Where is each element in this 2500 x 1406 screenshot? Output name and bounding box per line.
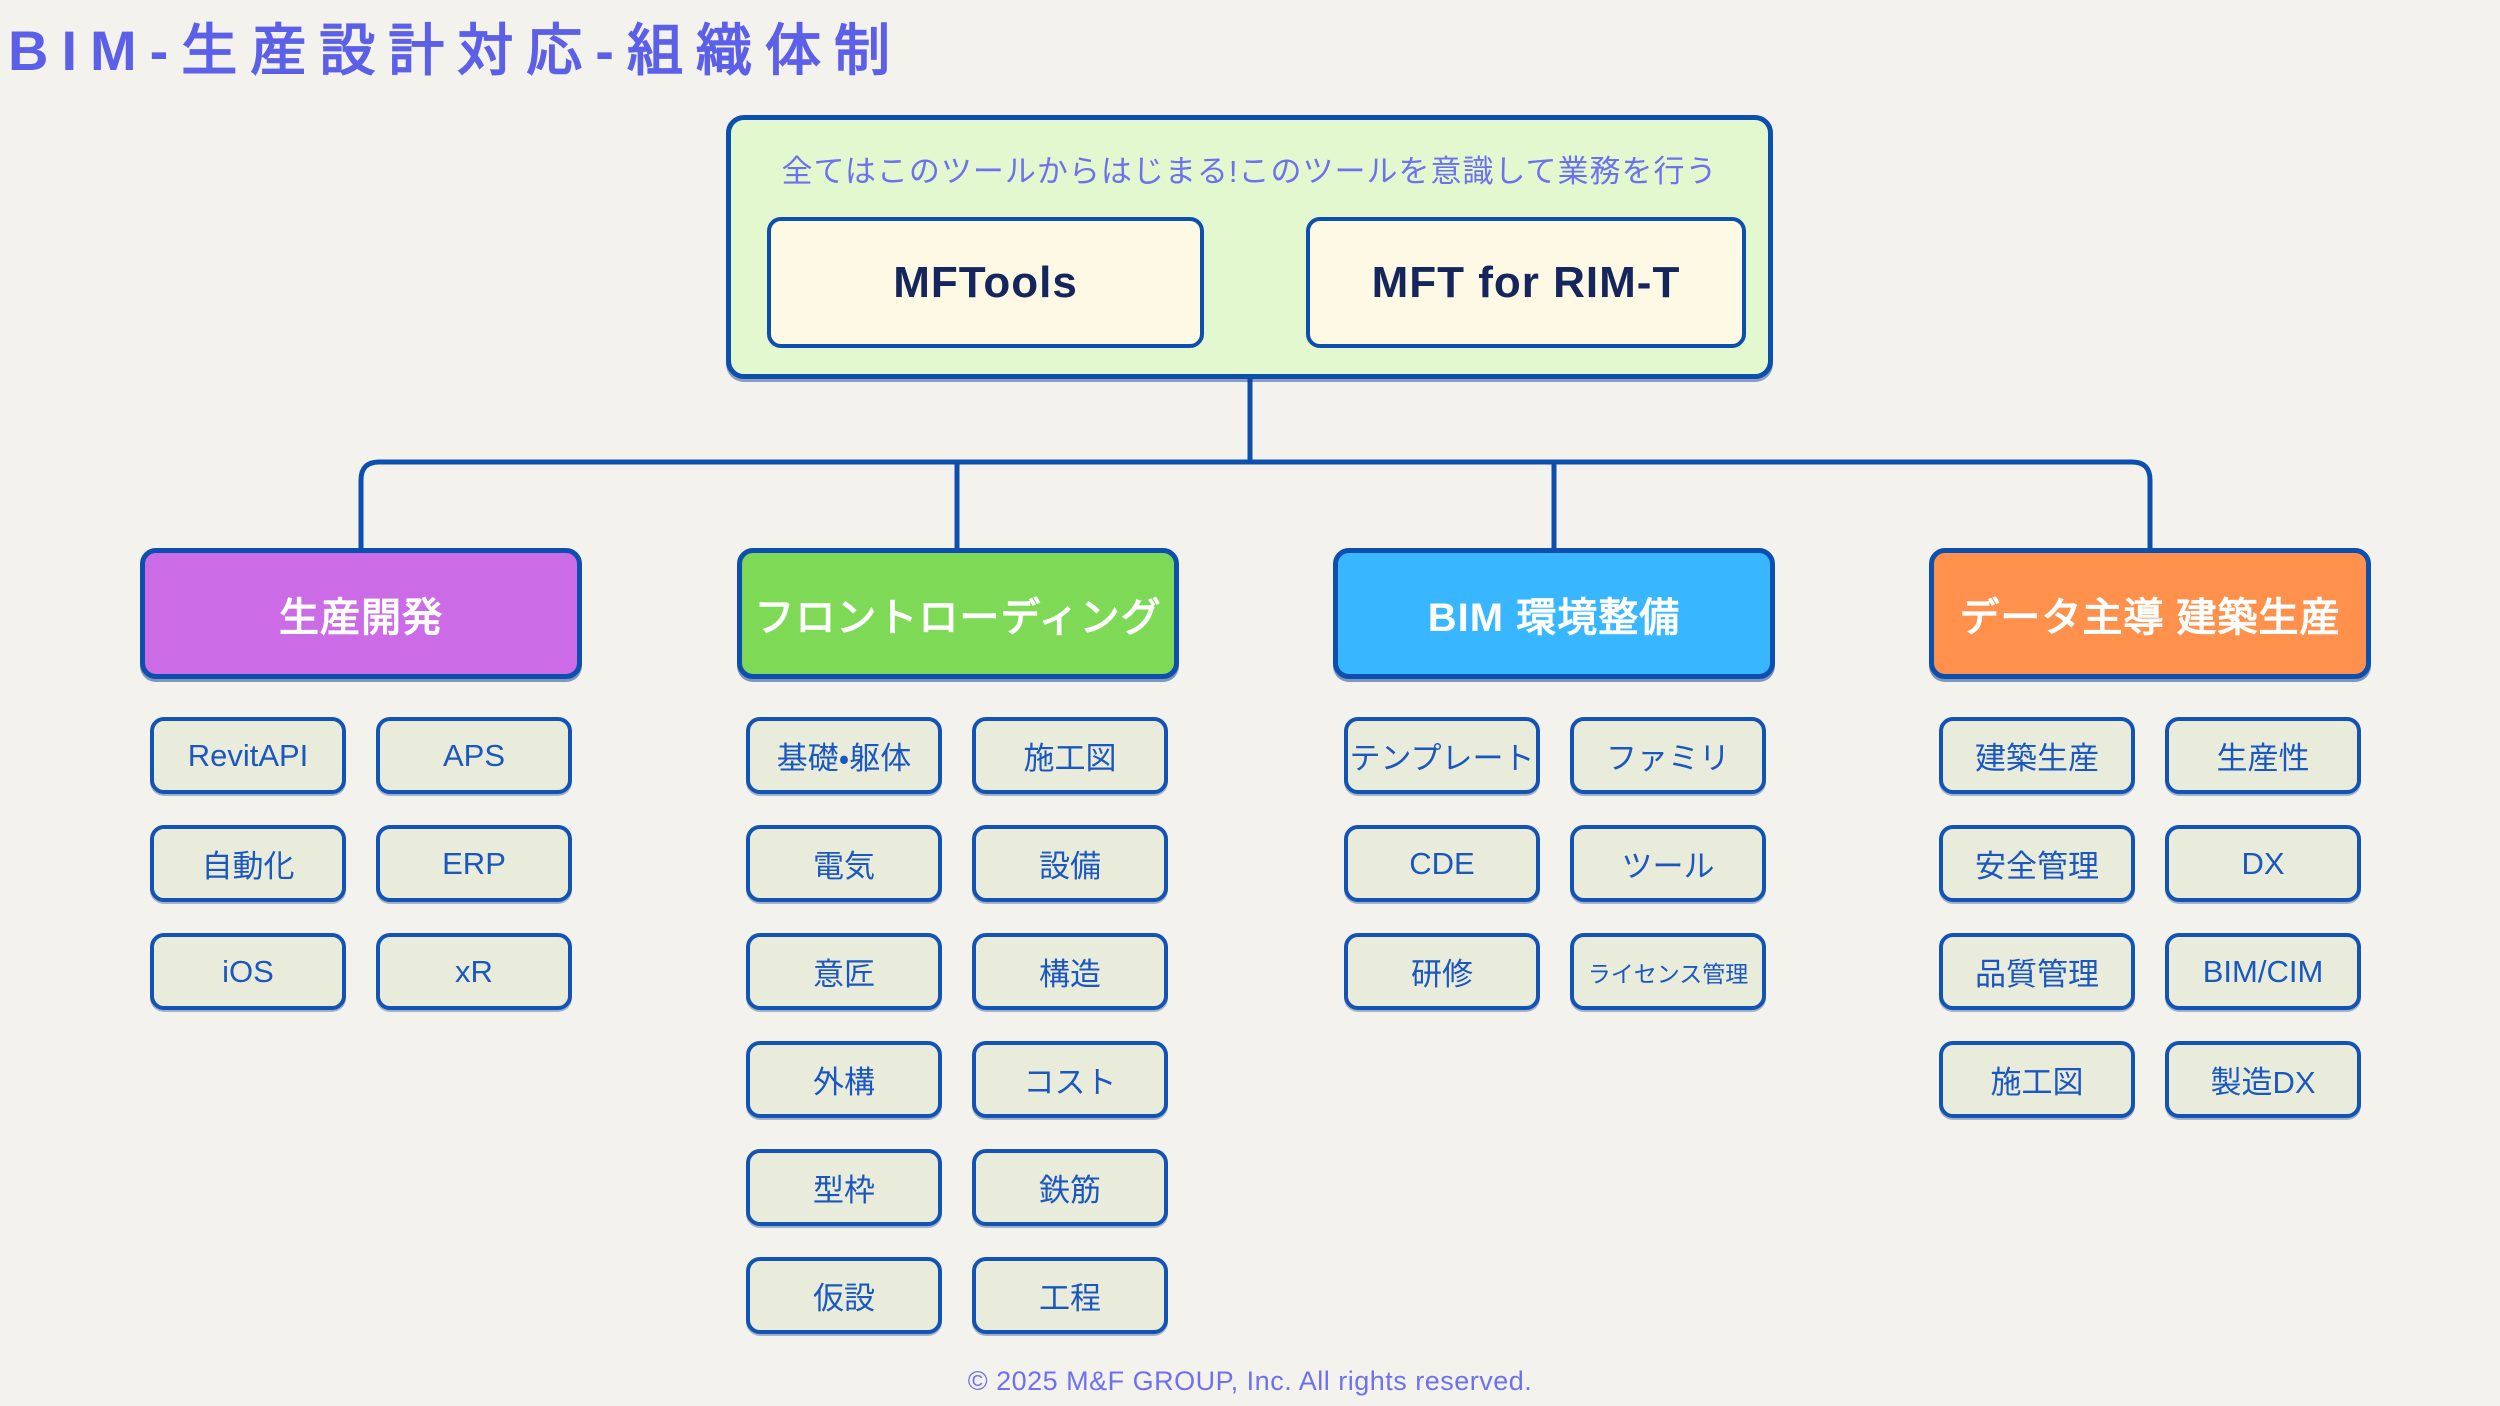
branch-header-data-driven-construction: データ主導 建築生産 xyxy=(1929,548,2371,679)
child-box: 基礎・躯体 xyxy=(746,717,942,794)
child-box: 安全管理 xyxy=(1939,825,2135,902)
child-box: 型枠 xyxy=(746,1149,942,1226)
child-box: 電気 xyxy=(746,825,942,902)
child-box: コスト xyxy=(972,1041,1168,1118)
child-box: iOS xyxy=(150,933,346,1010)
child-box: 意匠 xyxy=(746,933,942,1010)
child-box: 工程 xyxy=(972,1257,1168,1334)
tool-box-mftools: MFTools xyxy=(767,217,1204,348)
child-box: xR xyxy=(376,933,572,1010)
child-box: 自動化 xyxy=(150,825,346,902)
tool-box-mft-for-rim-t: MFT for RIM-T xyxy=(1306,217,1746,348)
copyright-text: © 2025 M&F GROUP, Inc. All rights reserv… xyxy=(967,1366,1533,1396)
child-box: 鉄筋 xyxy=(972,1149,1168,1226)
child-box: 外構 xyxy=(746,1041,942,1118)
child-box: 施工図 xyxy=(972,717,1168,794)
child-box: 製造DX xyxy=(2165,1041,2361,1118)
child-box: 品質管理 xyxy=(1939,933,2135,1010)
child-box: 構造 xyxy=(972,933,1168,1010)
root-tools-box: 全てはこのツールからはじまる!このツールを意識して業務を行う MFTools M… xyxy=(726,115,1773,379)
child-box: 設備 xyxy=(972,825,1168,902)
root-subtitle: 全てはこのツールからはじまる!このツールを意識して業務を行う xyxy=(781,154,1718,189)
child-box: ツール xyxy=(1570,825,1766,902)
child-box: RevitAPI xyxy=(150,717,346,794)
child-box: ERP xyxy=(376,825,572,902)
branch-children-data-driven-construction: 建築生産 生産性 安全管理 DX 品質管理 BIM/CIM 施工図 製造DX xyxy=(1939,717,2361,1118)
child-box: 施工図 xyxy=(1939,1041,2135,1118)
child-box: 研修 xyxy=(1344,933,1540,1010)
child-box: 仮設 xyxy=(746,1257,942,1334)
child-box: APS xyxy=(376,717,572,794)
child-box: 生産性 xyxy=(2165,717,2361,794)
child-box: ファミリ xyxy=(1570,717,1766,794)
branch-header-front-loading: フロントローディング xyxy=(737,548,1179,679)
child-box: テンプレート xyxy=(1344,717,1540,794)
page-title: BIM-生産設計対応-組織体制 xyxy=(8,19,903,82)
branch-children-production-development: RevitAPI APS 自動化 ERP iOS xR xyxy=(150,717,572,1010)
branch-children-bim-environment: テンプレート ファミリ CDE ツール 研修 ライセンス管理 xyxy=(1344,717,1766,1010)
child-box: CDE xyxy=(1344,825,1540,902)
child-box: DX xyxy=(2165,825,2361,902)
branch-header-production-development: 生産開発 xyxy=(140,548,582,679)
child-box: 建築生産 xyxy=(1939,717,2135,794)
child-box: BIM/CIM xyxy=(2165,933,2361,1010)
branch-header-bim-environment: BIM 環境整備 xyxy=(1333,548,1775,679)
branch-children-front-loading: 基礎・躯体 施工図 電気 設備 意匠 構造 外構 コスト 型枠 鉄筋 仮設 工程 xyxy=(746,717,1168,1334)
child-box: ライセンス管理 xyxy=(1570,933,1766,1010)
